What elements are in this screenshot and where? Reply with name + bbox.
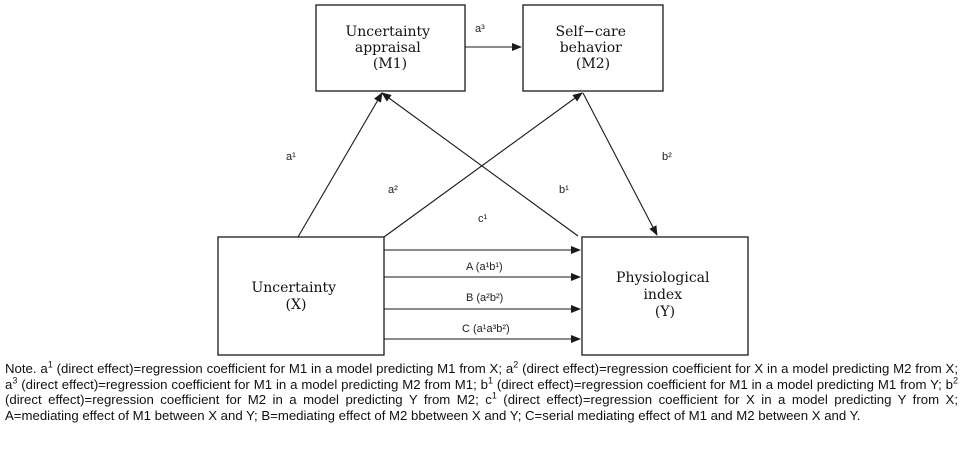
note-text: (direct effect)=regression coefficient f… bbox=[5, 392, 492, 407]
note-superscript: 1 bbox=[487, 375, 493, 386]
node-y-label: Physiological index (Y) bbox=[616, 270, 714, 320]
label-c1: c¹ bbox=[478, 213, 488, 225]
note-superscript: 2 bbox=[952, 375, 958, 386]
node-y-line-1: Physiological bbox=[616, 270, 710, 286]
note-text: Note. a bbox=[5, 361, 48, 376]
node-m2-box bbox=[522, 4, 664, 92]
node-m1-line-2: appraisal bbox=[355, 40, 421, 56]
note-text: (direct effect)=regression coefficient f… bbox=[52, 361, 514, 376]
label-C: C (a¹a³b²) bbox=[462, 323, 510, 335]
note-superscript: 1 bbox=[47, 359, 53, 370]
note-superscript: 1 bbox=[491, 390, 497, 401]
node-x-label: Uncertainty (X) bbox=[251, 280, 340, 313]
note-text: (direct effect)=regression coefficient f… bbox=[492, 376, 953, 392]
node-m1-line-3: (M1) bbox=[373, 56, 407, 72]
node-y-box bbox=[581, 236, 749, 356]
figure-note: Note. a1 (direct effect)=regression coef… bbox=[5, 359, 958, 423]
node-m2-line-1: Self−care bbox=[556, 24, 626, 40]
label-a3: a³ bbox=[475, 23, 485, 35]
node-m2-line-2: behavior bbox=[560, 40, 622, 56]
node-m2-line-3: (M2) bbox=[576, 56, 610, 72]
note-superscript: 2 bbox=[513, 359, 519, 370]
node-m2: Self−care behavior (M2) bbox=[522, 4, 664, 92]
note-superscript: 3 bbox=[12, 375, 18, 386]
node-x-line-1: Uncertainty bbox=[251, 280, 336, 296]
label-b2: b² bbox=[662, 151, 672, 163]
edge-a2-x-to-m2 bbox=[383, 92, 583, 238]
node-m1-label: Uncertainty appraisal (M1) bbox=[345, 24, 434, 72]
node-m1-box bbox=[315, 4, 466, 92]
edge-b1-y-to-m1 bbox=[381, 92, 579, 237]
label-a1: a¹ bbox=[286, 151, 296, 163]
note-text: (direct effect)=regression coefficient f… bbox=[5, 392, 958, 423]
node-y-line-2: index bbox=[643, 287, 682, 303]
note-text: (direct effect)=regression coefficient f… bbox=[17, 376, 488, 392]
node-x-line-2: (X) bbox=[286, 297, 307, 313]
label-A: A (a¹b¹) bbox=[466, 261, 503, 273]
label-B: B (a²b²) bbox=[466, 292, 503, 304]
label-a2: a² bbox=[388, 184, 398, 196]
node-y-line-3: (Y) bbox=[655, 304, 675, 320]
node-y: Physiological index (Y) bbox=[581, 236, 749, 356]
node-x: Uncertainty (X) bbox=[217, 236, 385, 356]
node-x-box bbox=[217, 236, 385, 356]
edge-b2-m2-to-y bbox=[582, 92, 658, 236]
note-text: (direct effect)=regression coefficient f… bbox=[5, 361, 958, 392]
edge-a1-x-to-m1 bbox=[297, 92, 383, 238]
node-m2-label: Self−care behavior (M2) bbox=[556, 24, 631, 72]
label-b1: b¹ bbox=[559, 184, 569, 196]
node-m1-line-1: Uncertainty bbox=[345, 24, 430, 40]
node-m1: Uncertainty appraisal (M1) bbox=[315, 4, 466, 92]
mediation-diagram: Uncertainty appraisal (M1) Self−care beh… bbox=[217, 4, 749, 356]
